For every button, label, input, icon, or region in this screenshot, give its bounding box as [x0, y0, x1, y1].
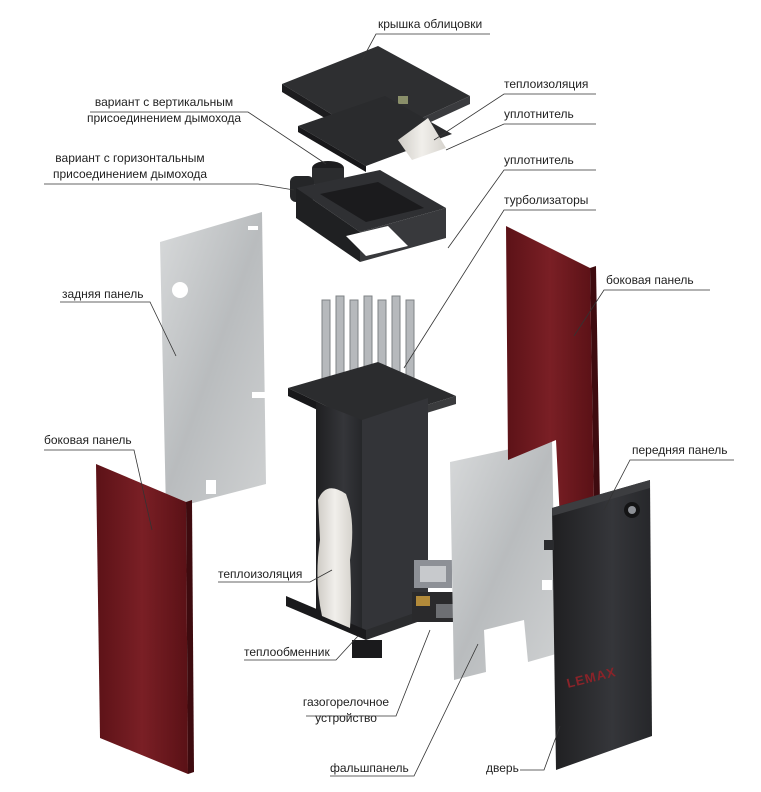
label-variant-vertical: вариант с вертикальным присоединением ды… — [76, 94, 252, 126]
label-seal-2: уплотнитель — [504, 153, 574, 167]
label-heat-exchanger: теплообменник — [244, 645, 330, 659]
flue-hood — [290, 161, 446, 262]
side-panel-right — [506, 226, 600, 520]
label-variant-vertical-line1: вариант с вертикальным — [94, 95, 234, 109]
label-gas-burner-line1: газогорелочное — [302, 695, 390, 709]
label-cover-lid: крышка облицовки — [378, 17, 483, 31]
label-side-panel-left: боковая панель — [44, 433, 132, 447]
label-door: дверь — [486, 761, 519, 775]
label-variant-vertical-line2: присоединением дымохода — [86, 111, 242, 125]
front-panel: LEMAX — [542, 480, 652, 770]
label-variant-horizontal-line1: вариант с горизонтальным — [55, 151, 205, 165]
body-insulation — [317, 488, 353, 628]
label-side-panel-right: боковая панель — [606, 273, 694, 287]
label-back-panel: задняя панель — [62, 287, 144, 301]
back-panel — [160, 212, 266, 510]
leader-lines — [44, 33, 734, 777]
label-variant-horizontal-line2: присоединением дымохода — [52, 167, 208, 181]
label-gas-burner: газогорелочное устройство — [298, 694, 394, 726]
label-false-panel: фальшпанель — [330, 761, 409, 775]
label-turbulators: турболизаторы — [504, 193, 589, 207]
label-front-panel: передняя панель — [632, 443, 728, 457]
side-panel-left — [96, 464, 194, 774]
label-gas-burner-line2: устройство — [315, 711, 377, 725]
label-variant-horizontal: вариант с горизонтальным присоединением … — [40, 150, 220, 182]
false-panel — [450, 440, 556, 680]
gas-burner — [412, 560, 460, 622]
label-seal-1: уплотнитель — [504, 107, 574, 121]
top-insulation — [398, 118, 446, 160]
seal-frame-upper — [298, 96, 452, 172]
label-body-insulation: теплоизоляция — [218, 567, 303, 581]
label-insulation-top: теплоизоляция — [504, 77, 589, 91]
